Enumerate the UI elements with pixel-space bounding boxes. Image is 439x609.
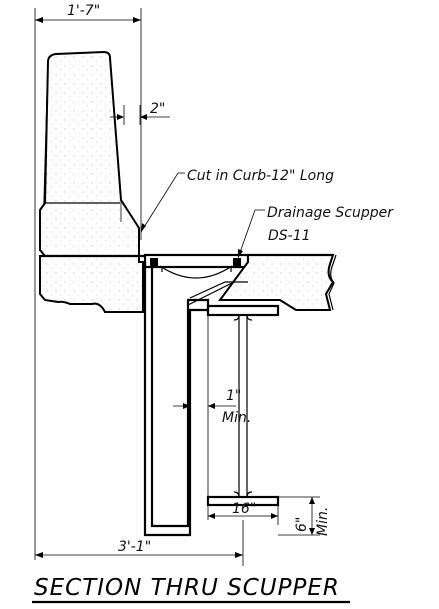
offset-label: 2"	[150, 101, 165, 117]
bottom-width-dimension: 3'-1"	[35, 520, 244, 566]
scupper-callout: Drainage Scupper DS-11	[237, 205, 394, 259]
deck-slab-left	[39, 255, 144, 313]
depth-qualifier: Min.	[315, 507, 331, 536]
depth-label: 6"	[294, 517, 310, 532]
clearance-label: 1"	[226, 388, 241, 404]
bottom-width-label: 3'-1"	[118, 539, 151, 555]
steel-girder	[206, 304, 280, 507]
flange-width-dimension: 16"	[208, 497, 279, 525]
top-width-label: 1'-7"	[67, 3, 100, 19]
clearance-dimension: 1" Min.	[173, 315, 251, 520]
top-width-dimension: 1'-7"	[34, 3, 142, 560]
depth-dimension: 6" Min.	[278, 496, 331, 536]
flange-width-label: 16"	[232, 501, 256, 517]
scupper-assembly	[143, 253, 250, 279]
scupper-label-line2: DS-11	[268, 228, 311, 244]
curb-cut-callout: Cut in Curb-12" Long	[140, 168, 334, 233]
barrier-curb	[39, 50, 140, 257]
scupper-label-line1: Drainage Scupper	[267, 205, 394, 221]
offset-dimension: 2"	[110, 101, 170, 125]
deck-slab-right	[218, 254, 335, 311]
drawing-title: SECTION THRU SCUPPER	[34, 575, 340, 601]
curb-cut-label: Cut in Curb-12" Long	[187, 168, 334, 184]
clearance-qualifier: Min.	[222, 410, 251, 426]
drawing-title-block: SECTION THRU SCUPPER	[32, 575, 350, 604]
